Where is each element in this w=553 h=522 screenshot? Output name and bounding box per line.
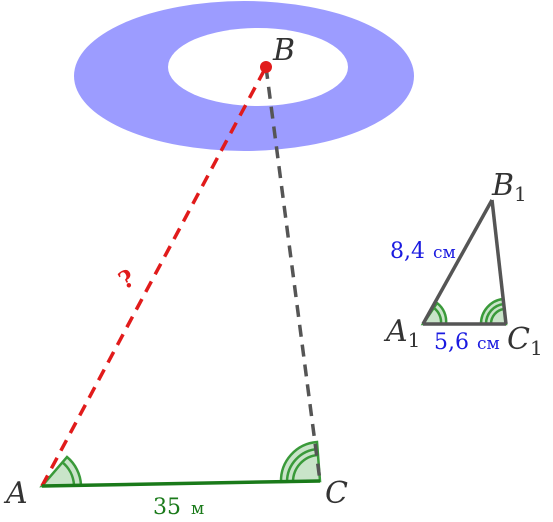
- measure-AC-unit: м: [191, 499, 204, 519]
- side-BC-sight: [264, 66, 322, 482]
- measure-AC-value: 35: [153, 495, 181, 520]
- label-B1: B1: [491, 168, 527, 206]
- label-A: A: [3, 476, 28, 511]
- measure-A1B1: 8,4 см: [390, 239, 456, 264]
- label-C1: C1: [507, 322, 543, 360]
- label-A1: A1: [383, 314, 420, 352]
- angle-mark-C1-arc2: [484, 302, 505, 325]
- measure-AC: 35 м: [153, 495, 204, 520]
- angle-mark-C-arc3: [291, 453, 319, 483]
- label-unknown-AB: ?: [113, 263, 139, 295]
- label-B: B: [272, 33, 295, 68]
- measure-A1B1-value: 8,4: [390, 239, 425, 264]
- measure-A1C1-value: 5,6: [434, 330, 469, 355]
- angle-mark-C-arc2: [285, 447, 319, 483]
- label-C: C: [325, 476, 348, 511]
- measure-A1B1-unit: см: [433, 243, 456, 263]
- side-AC-base: [41, 479, 321, 488]
- island: [168, 28, 348, 106]
- angle-mark-A: [39, 455, 83, 488]
- point-B: [260, 61, 272, 73]
- side-B1C1: [490, 199, 508, 325]
- angle-mark-A-arc2: [61, 461, 76, 486]
- measure-A1C1-unit: см: [477, 334, 500, 354]
- side-A1B1: [421, 199, 494, 325]
- measure-A1C1: 5,6 см: [434, 330, 500, 355]
